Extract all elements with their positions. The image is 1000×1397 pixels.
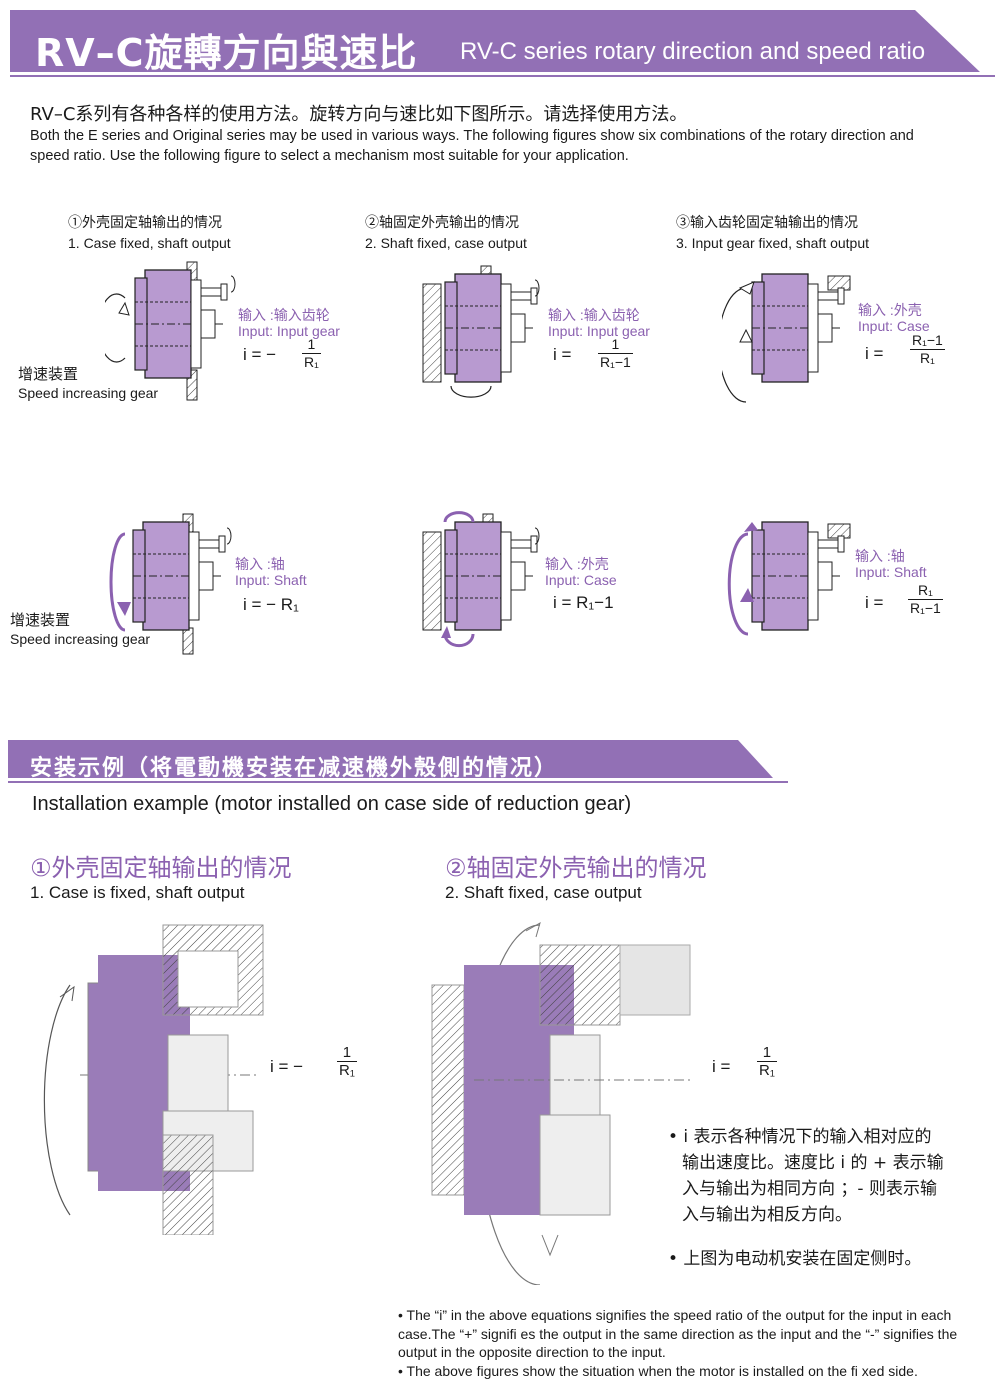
install-right-eq: i = <box>712 1057 731 1076</box>
note-cn-2: • 上图为电动机安装在固定侧时。 <box>668 1249 922 1269</box>
diagram-1-input-en: Input: Input gear <box>238 323 340 339</box>
speed-gear-1-cn: 增速装置 <box>18 366 79 383</box>
diagram-2-input: 输入 :输入齿轮 Input: Input gear <box>548 307 650 339</box>
speed-gear-1: 增速装置 Speed increasing gear <box>18 366 158 402</box>
install-left-cn: ①外壳固定轴输出的情况 <box>30 854 292 882</box>
diagram-5-input: 输入 :外壳 Input: Case <box>545 556 617 588</box>
notes-cn: • i 表示各种情况下的输入相对应的 输出速度比。速度比 i 的 + 表示输 入… <box>668 1124 988 1272</box>
diagram-6-num: R₁ <box>908 582 943 600</box>
case-1-en: 1. Case fixed, shaft output <box>68 235 231 251</box>
install-title-en: Installation example (motor installed on… <box>32 793 632 815</box>
notes-en: • The “i” in the above equations signifi… <box>398 1306 988 1380</box>
intro-cn: RV–C系列有各种各样的使用方法。旋转方向与速比如下图所示。请选择使用方法。 <box>30 104 688 125</box>
install-right-drawing <box>431 921 691 1285</box>
diagram-5-input-cn: 输入 :外壳 <box>545 556 609 572</box>
diagram-3-frac: R₁−1 R₁ <box>910 332 945 367</box>
case-1-caption: ①外壳固定轴输出的情况 1. Case fixed, shaft output <box>68 212 231 254</box>
install-left-num: 1 <box>337 1044 357 1062</box>
diagram-3-input-gear-fixed <box>722 273 851 403</box>
install-right-num: 1 <box>757 1044 777 1062</box>
diagram-2-den: R₁−1 <box>600 354 631 370</box>
diagram-1-den: R₁ <box>304 354 319 370</box>
diagram-4-input: 输入 :轴 Input: Shaft <box>235 556 307 588</box>
case-2-caption: ②轴固定外壳输出的情况 2. Shaft fixed, case output <box>365 212 527 254</box>
diagram-6-input: 输入 :轴 Input: Shaft <box>855 548 927 580</box>
diagram-1-case-fixed <box>105 261 236 401</box>
install-right-cn: ②轴固定外壳输出的情况 <box>445 854 707 882</box>
install-right-en: 2. Shaft fixed, case output <box>445 883 642 902</box>
speed-gear-2-en: Speed increasing gear <box>10 631 151 647</box>
diagram-2-num: 1 <box>598 336 633 354</box>
diagram-5-case-input <box>422 511 540 648</box>
diagram-5-eq: i = R₁−1 <box>553 593 614 612</box>
case-2-cn: ②轴固定外壳输出的情况 <box>365 214 519 230</box>
intro-en: Both the E series and Original series ma… <box>30 128 914 164</box>
diagram-2-input-en: Input: Input gear <box>548 323 650 339</box>
diagram-1-eq: i = − <box>243 345 277 364</box>
diagram-3-den: R₁ <box>919 350 935 366</box>
page-title: RV–C旋轉方向與速比 <box>35 31 418 75</box>
diagram-1-frac: 1 R₁ <box>302 336 321 371</box>
note-en-2: • The above figures show the situation w… <box>398 1362 918 1379</box>
case-3-cn: ③输入齿轮固定轴输出的情况 <box>676 214 858 230</box>
diagram-3-eq: i = <box>865 344 884 363</box>
case-3-caption: ③输入齿轮固定轴输出的情况 3. Input gear fixed, shaft… <box>676 212 869 254</box>
diagram-6-den: R₁−1 <box>910 600 941 616</box>
diagram-4-input-cn: 输入 :轴 <box>235 556 285 572</box>
diagram-6-input-cn: 输入 :轴 <box>855 548 905 564</box>
install-left-frac: 1 R₁ <box>337 1044 357 1079</box>
diagram-4-input-en: Input: Shaft <box>235 572 307 588</box>
speed-gear-2-cn: 增速装置 <box>10 612 71 629</box>
diagram-3-input: 输入 :外壳 Input: Case <box>858 302 930 334</box>
diagram-3-input-en: Input: Case <box>858 318 930 334</box>
note-cn-1-line-4: 入与输出为相反方向。 <box>682 1205 852 1225</box>
case-2-en: 2. Shaft fixed, case output <box>365 235 527 251</box>
page-subtitle: RV-C series rotary direction and speed r… <box>460 38 926 65</box>
note-cn-1-line-3: 入与输出为相同方向 ；- 则表示输 <box>682 1179 937 1199</box>
diagram-6-frac: R₁ R₁−1 <box>908 582 943 617</box>
diagram-6-shaft-input <box>727 521 851 636</box>
diagram-1-input: 输入 :输入齿轮 Input: Input gear <box>238 307 340 339</box>
diagram-2-frac: 1 R₁−1 <box>598 336 633 371</box>
case-3-en: 3. Input gear fixed, shaft output <box>676 235 870 251</box>
diagram-2-shaft-fixed <box>422 265 540 398</box>
diagram-3-input-cn: 输入 :外壳 <box>858 302 922 318</box>
diagram-1-num: 1 <box>302 336 321 354</box>
diagram-6-input-en: Input: Shaft <box>855 564 927 580</box>
diagram-2-input-cn: 输入 :输入齿轮 <box>548 307 640 323</box>
case-1-cn: ①外壳固定轴输出的情况 <box>68 214 222 230</box>
install-right-frac: 1 R₁ <box>757 1044 777 1079</box>
speed-gear-2: 增速装置 Speed increasing gear <box>10 612 150 648</box>
install-left-eq: i = − <box>270 1057 304 1076</box>
note-en-1: • The “i” in the above equations signifi… <box>398 1307 958 1360</box>
diagram-1-input-cn: 输入 :输入齿轮 <box>238 307 330 323</box>
note-cn-1-line-1: • i 表示各种情况下的输入相对应的 <box>668 1127 932 1147</box>
header-banner <box>10 10 995 77</box>
diagram-4-speed-increasing <box>109 513 232 655</box>
install-left-en: 1. Case is fixed, shaft output <box>30 883 245 902</box>
diagram-5-input-en: Input: Case <box>545 572 617 588</box>
diagram-4-eq: i = − R₁ <box>243 595 299 614</box>
install-right-caption: ②轴固定外壳输出的情况 2. Shaft fixed, case output <box>445 848 707 903</box>
install-left-caption: ①外壳固定轴输出的情况 1. Case is fixed, shaft outp… <box>30 848 292 903</box>
speed-gear-1-en: Speed increasing gear <box>18 385 159 401</box>
diagram-2-eq: i = <box>553 345 572 364</box>
install-right-den: R₁ <box>759 1062 775 1079</box>
install-left-drawing <box>43 924 264 1235</box>
install-banner <box>8 740 788 783</box>
install-left-den: R₁ <box>339 1062 355 1079</box>
diagram-3-num: R₁−1 <box>910 332 945 350</box>
note-cn-1-line-2: 输出速度比。速度比 i 的 + 表示输 <box>682 1153 944 1173</box>
diagram-6-eq: i = <box>865 593 884 612</box>
install-banner-title: 安装示例（将電動機安装在减速機外殼側的情况） <box>30 756 559 781</box>
